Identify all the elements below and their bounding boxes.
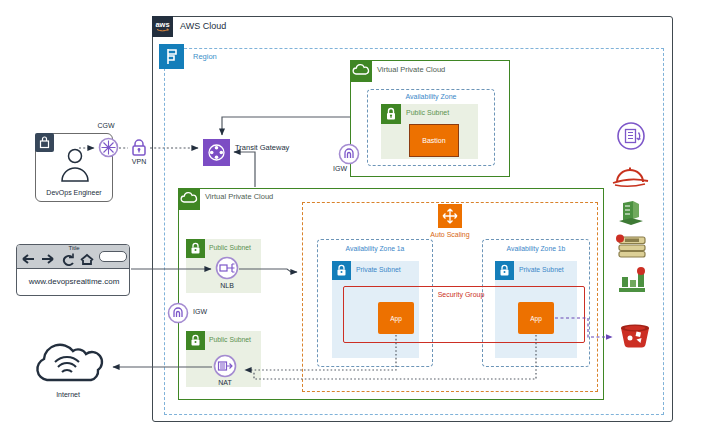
- diagram-canvas: aws AWS Cloud Region Virtual Private Clo…: [0, 0, 720, 442]
- connectors: [0, 0, 720, 442]
